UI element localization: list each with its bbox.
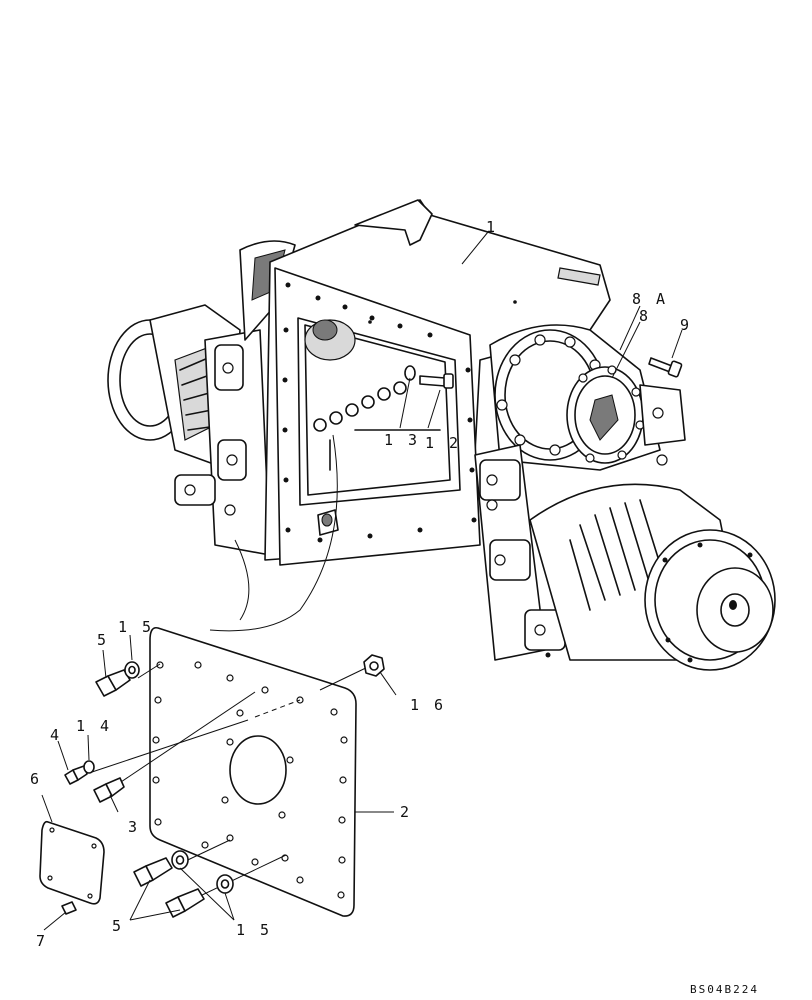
callout-9: 9 bbox=[680, 316, 692, 334]
part-13-washer bbox=[404, 365, 416, 381]
leader-lines bbox=[41, 231, 683, 931]
callout-8: 8 bbox=[639, 307, 651, 325]
callout-15-lower: 1 5 bbox=[236, 921, 272, 939]
callout-labels: 1 8 A 8 9 1 3 1 2 1 6 2 5 1 5 1 4 4 3 6 … bbox=[30, 218, 692, 950]
part-5-bolt-lower-a bbox=[133, 857, 173, 887]
part-6-cover bbox=[39, 820, 105, 905]
callout-16: 1 6 bbox=[410, 696, 446, 714]
part-12-bolt bbox=[419, 373, 454, 389]
callout-15-top: 1 5 bbox=[118, 618, 154, 636]
part-5-bolt-top bbox=[95, 669, 131, 697]
callout-5-top: 5 bbox=[97, 631, 109, 649]
part-3-bolt bbox=[93, 777, 125, 803]
callout-13: 1 3 bbox=[384, 431, 420, 449]
cover-plate bbox=[149, 626, 357, 917]
callout-2: 2 bbox=[400, 803, 412, 821]
part-15-washer-top bbox=[124, 661, 140, 679]
callout-6: 6 bbox=[30, 770, 42, 788]
callout-5-lower: 5 bbox=[112, 917, 124, 935]
callout-7: 7 bbox=[36, 932, 48, 950]
part-15-washer-lower-b bbox=[216, 874, 234, 894]
part-7-bolt bbox=[61, 901, 77, 915]
callout-1: 1 bbox=[486, 218, 498, 236]
callout-12: 1 2 bbox=[425, 434, 461, 452]
callout-8a: 8 A bbox=[632, 290, 668, 308]
part-4-bolt bbox=[64, 765, 88, 785]
part-15-washer-lower-a bbox=[171, 850, 189, 870]
part-16-nut bbox=[363, 654, 385, 677]
drawing-code: BS04B224 bbox=[690, 983, 759, 996]
part-9-bolt bbox=[648, 357, 683, 378]
part-5-bolt-lower-b bbox=[165, 888, 205, 918]
part-14-washer bbox=[83, 760, 95, 774]
callout-4: 4 bbox=[50, 726, 62, 744]
axle-housing bbox=[107, 199, 776, 671]
callout-14: 1 4 bbox=[76, 717, 112, 735]
callout-3: 3 bbox=[128, 818, 140, 836]
